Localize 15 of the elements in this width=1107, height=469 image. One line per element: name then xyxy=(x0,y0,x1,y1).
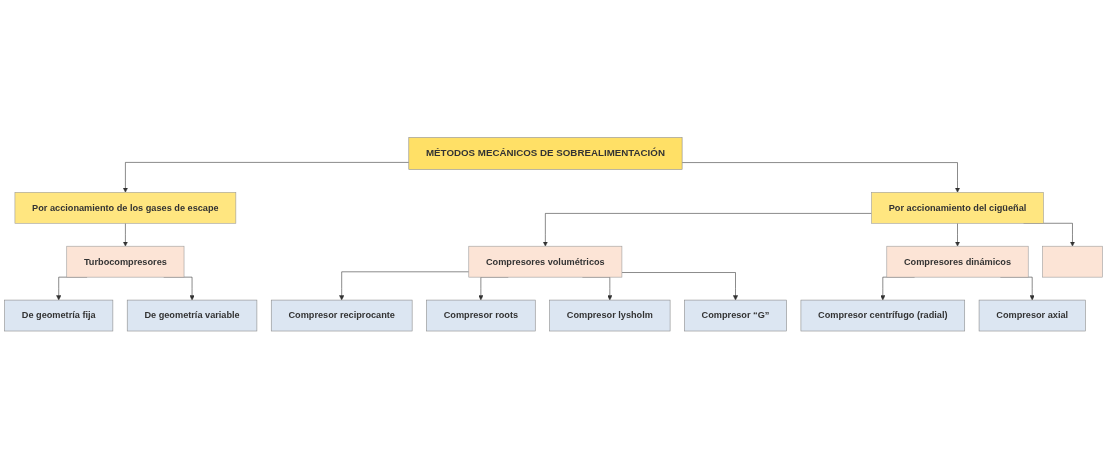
node-box: Por accionamiento de los gases de escape xyxy=(14,192,237,224)
node-box: Compresor lysholm xyxy=(549,299,671,332)
node-box: Turbocompresores xyxy=(66,246,185,278)
node-box: Compresores volumétricos xyxy=(468,246,623,278)
node-box: Compresores dinámicos xyxy=(886,246,1029,278)
node-box: Compresor “G” xyxy=(684,299,787,332)
node-box: Compresor reciprocante xyxy=(270,299,413,332)
node-box: Compresor axial xyxy=(978,299,1086,332)
node-box: Por accionamiento del cigüeñal xyxy=(871,192,1044,224)
node-box: Compresor centrífugo (radial) xyxy=(800,299,965,332)
node-box xyxy=(1042,246,1103,278)
node-box: Compresor roots xyxy=(426,299,536,332)
node-box: MÉTODOS MECÁNICOS DE SOBREALIMENTACIÓN xyxy=(408,137,683,170)
node-box: De geometría variable xyxy=(126,299,258,332)
node-box: De geometría fija xyxy=(4,299,114,332)
